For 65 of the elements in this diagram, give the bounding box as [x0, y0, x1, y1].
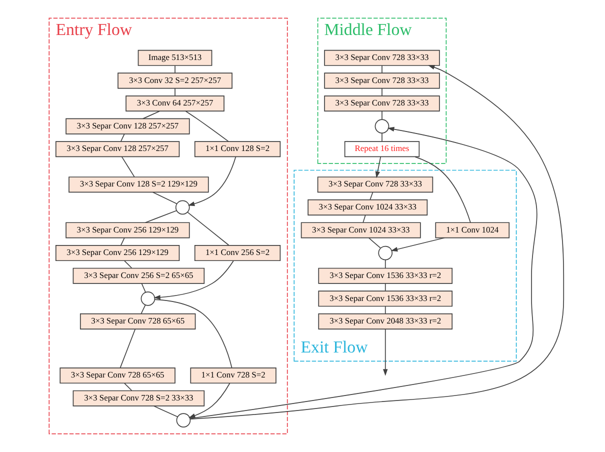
node-circle [140, 291, 155, 306]
connector [120, 156, 134, 178]
connector [124, 260, 132, 268]
connector [384, 283, 386, 292]
node-box: 3×3 Separ Conv 728 33×33 [324, 95, 440, 112]
connector [184, 110, 228, 142]
connector [369, 192, 373, 200]
connector [152, 406, 178, 418]
arrow [153, 260, 234, 300]
node-box: 3×3 Separ Conv 2048 33×33 r=2 [318, 313, 452, 330]
connector [120, 238, 124, 246]
node-box: 3×3 Separ Conv 1024 33×33 [307, 199, 428, 216]
arrow [382, 328, 388, 376]
arrow [374, 156, 381, 178]
connector [384, 259, 386, 268]
connector [368, 238, 380, 248]
node-box: 3×3 Separ Conv 128 257×257 [54, 141, 180, 158]
connector [381, 65, 382, 74]
connector [120, 134, 124, 142]
connector [142, 110, 160, 120]
node-circle [378, 246, 392, 260]
node-box: 3×3 Separ Conv 728 S=2 33×33 [72, 390, 204, 406]
node-circle [174, 200, 190, 215]
connector [119, 328, 136, 368]
connector [144, 210, 176, 224]
node-box: 3×3 Separ Conv 256 129×129 [65, 222, 190, 238]
connector [381, 88, 382, 96]
node-circle [176, 413, 190, 428]
node-box: Repeat 16 times [344, 141, 420, 158]
node-box: 3×3 Separ Conv 128 S=2 129×129 [68, 176, 208, 193]
connector [174, 65, 175, 74]
connector [414, 156, 470, 223]
node-box: Image 513×513 [137, 50, 212, 66]
connector [174, 88, 175, 96]
node-box: 1×1 Conv 256 S=2 [194, 245, 280, 262]
node-box: 3×3 Separ Conv 1024 33×33 [300, 222, 420, 238]
node-box: 1×1 Conv 1024 [434, 222, 510, 238]
node-box: 1×1 Conv 728 S=2 [190, 368, 276, 384]
node-box: 1×1 Conv 128 S=2 [194, 141, 280, 158]
connector [384, 306, 386, 314]
connector [124, 382, 132, 391]
node-box: 3×3 Separ Conv 128 257×257 [65, 118, 190, 134]
node-box: 3×3 Conv 32 S=2 257×257 [117, 72, 232, 89]
connector [152, 192, 177, 204]
connector [362, 214, 366, 223]
node-box: 3×3 Separ Conv 256 129×129 [54, 245, 180, 262]
arrow [188, 382, 230, 418]
node-box: 3×3 Separ Conv 256 S=2 65×65 [72, 268, 204, 284]
node-box: 3×3 Separ Conv 1536 33×33 r=2 [318, 268, 452, 284]
connector [186, 212, 229, 246]
node-box: 3×3 Separ Conv 728 33×33 [316, 176, 433, 193]
connector [154, 299, 232, 368]
node-box: 3×3 Separ Conv 728 33×33 [324, 50, 440, 66]
connector [381, 110, 382, 120]
arrow [390, 237, 444, 252]
arrow [187, 156, 236, 206]
node-box: 3×3 Separ Conv 728 65×65 [59, 368, 175, 384]
node-box: 3×3 Conv 64 257×257 [125, 95, 224, 112]
connector [140, 283, 146, 293]
connector [140, 304, 146, 314]
connector [381, 132, 382, 142]
node-circle [374, 119, 389, 134]
node-box: 3×3 Separ Conv 1536 33×33 r=2 [318, 290, 452, 307]
node-box: 3×3 Separ Conv 728 33×33 [324, 72, 440, 89]
node-box: 3×3 Separ Conv 728 65×65 [79, 313, 196, 330]
